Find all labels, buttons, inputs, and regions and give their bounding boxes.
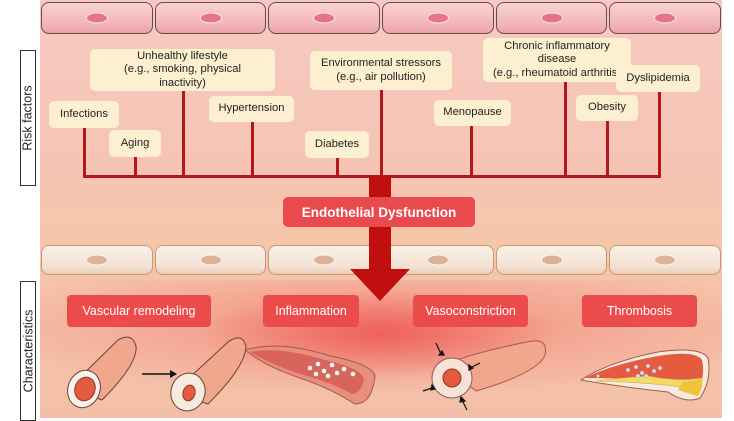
healthy-endothelium-row: [40, 2, 722, 34]
characteristic-thrombosis: Thrombosis: [582, 295, 697, 327]
remodeled-vessel-icon: [170, 337, 247, 412]
characteristics-label-text: Characteristics: [21, 309, 36, 393]
cell-nucleus: [426, 254, 449, 266]
characteristics-side-label: Characteristics: [20, 281, 36, 421]
connector-diabetes: [336, 158, 339, 177]
dysfunctional-endothelium-row: [40, 245, 722, 275]
risk-factor-label: Aging: [120, 136, 150, 149]
vasoconstriction-illustration: [422, 340, 546, 411]
risk-factor-label: Diabetes: [314, 137, 360, 150]
characteristic-label: Vascular remodeling: [82, 304, 196, 318]
risk-factor-diabetes: Diabetes: [305, 131, 369, 158]
risk-factor-infections: Infections: [49, 101, 119, 128]
immune-cells-icon: [307, 361, 356, 379]
risk-factor-label-line: (e.g., smoking, physical: [124, 63, 241, 76]
risk-factor-label-line: (e.g., rheumatoid arthritis): [492, 66, 622, 79]
cell-nucleus: [199, 12, 222, 24]
downward-arrow-head: [350, 269, 410, 301]
risk-factor-chronic-inflammatory-disease: Chronic inflammatory disease (e.g., rheu…: [483, 38, 631, 82]
endothelial-cell: [41, 2, 153, 34]
risk-factors-label-text: Risk factors: [21, 85, 36, 151]
cell-nucleus: [654, 254, 677, 266]
connector-infections: [83, 128, 86, 177]
endothelial-dysfunction-box: Endothelial Dysfunction: [283, 197, 475, 227]
cell-nucleus: [85, 12, 108, 24]
risk-factor-menopause: Menopause: [434, 100, 511, 126]
characteristic-vasoconstriction: Vasoconstriction: [413, 295, 528, 327]
risk-factor-obesity: Obesity: [576, 95, 638, 121]
cell-nucleus: [426, 12, 449, 24]
risk-factor-dyslipidemia: Dyslipidemia: [616, 65, 700, 92]
endothelial-cell: [495, 2, 608, 34]
risk-factor-environmental-stressors: Environmental stressors (e.g., air pollu…: [310, 51, 452, 90]
endothelial-cell: [268, 2, 381, 34]
risk-factor-label: Dyslipidemia: [626, 71, 690, 84]
constriction-arrows-icon: [422, 342, 481, 411]
normal-vessel-icon: [67, 336, 137, 409]
endothelial-cell: [609, 2, 722, 34]
clot-icon: [596, 363, 663, 379]
cell-nucleus: [199, 254, 222, 266]
cell-nucleus: [313, 12, 336, 24]
characteristic-vascular-remodeling: Vascular remodeling: [67, 295, 211, 327]
risk-factors-side-label: Risk factors: [20, 50, 36, 186]
connector-horizontal: [83, 175, 661, 178]
endothelial-cell: [154, 245, 267, 275]
endothelial-dysfunction-label: Endothelial Dysfunction: [301, 204, 457, 220]
risk-factor-label-line: Chronic inflammatory: [504, 39, 610, 52]
diagram-canvas: Infections Aging Unhealthy lifestyle (e.…: [40, 0, 722, 418]
risk-factor-label-line: inactivity): [159, 76, 206, 89]
connector-hypertension: [251, 122, 254, 177]
vascular-remodeling-illustration: [67, 336, 247, 412]
endothelial-cell: [41, 245, 153, 275]
characteristic-label: Inflammation: [275, 304, 347, 318]
risk-factor-label-line: disease: [537, 53, 577, 66]
risk-factor-label: Hypertension: [218, 102, 285, 115]
risk-factor-label-line: Environmental stressors: [321, 57, 441, 69]
risk-factor-label-line: Unhealthy lifestyle: [137, 49, 228, 62]
endothelial-cell: [382, 2, 494, 34]
connector-aging: [134, 157, 137, 177]
risk-factor-label: Infections: [60, 107, 108, 120]
cell-nucleus: [313, 254, 336, 266]
connector-dyslipidemia: [658, 92, 661, 177]
risk-factor-label: Menopause: [443, 106, 502, 119]
characteristic-label: Vasoconstriction: [425, 304, 516, 318]
risk-factor-aging: Aging: [109, 130, 161, 157]
connector-menopause: [470, 126, 473, 177]
connector-chronic-inflammatory: [564, 82, 567, 177]
thrombosis-illustration: [579, 349, 710, 401]
risk-factor-unhealthy-lifestyle: Unhealthy lifestyle (e.g., smoking, phys…: [90, 49, 275, 91]
characteristic-label: Thrombosis: [606, 304, 673, 318]
inflammation-illustration: [243, 345, 376, 405]
endothelial-cell: [495, 245, 608, 275]
cell-nucleus: [85, 254, 108, 266]
endothelial-cell: [268, 245, 381, 275]
connector-environmental-stressors: [380, 90, 383, 177]
risk-factor-hypertension: Hypertension: [209, 96, 294, 122]
cell-nucleus: [540, 12, 563, 24]
endothelial-cell: [154, 2, 267, 34]
connector-unhealthy-lifestyle: [182, 91, 185, 177]
connector-obesity: [606, 121, 609, 177]
cell-nucleus: [654, 12, 677, 24]
characteristic-inflammation: Inflammation: [263, 295, 359, 327]
risk-factor-label: Obesity: [588, 101, 626, 114]
remodeling-arrow-icon: [142, 370, 177, 378]
endothelial-cell: [609, 245, 722, 275]
risk-factor-label-line: (e.g., air pollution): [336, 70, 426, 83]
cell-nucleus: [540, 254, 563, 266]
